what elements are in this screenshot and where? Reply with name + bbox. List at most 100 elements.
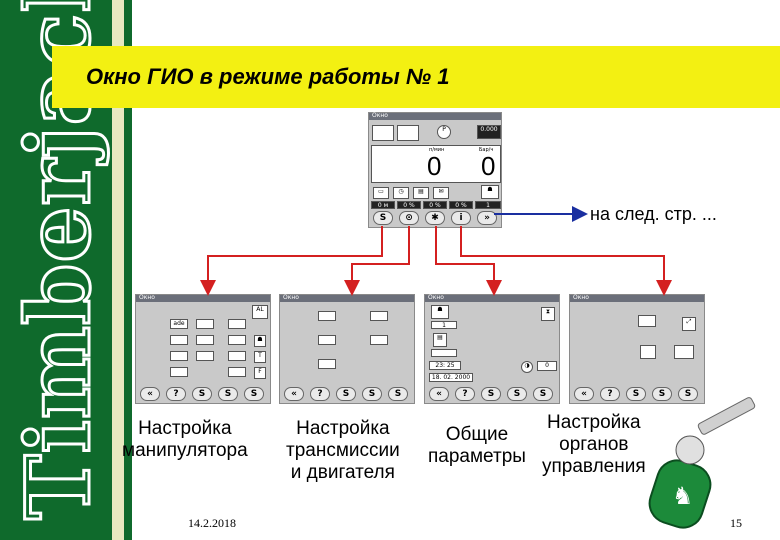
hourglass-icon[interactable]: ⧗ [541,307,555,321]
label-left: п/мин [429,147,445,153]
caption-controls: Настройка органов управления [542,412,646,478]
status-cell-3: 0 % [423,201,447,209]
option-button[interactable]: S [652,387,672,401]
main-window: Окно P 0.000 п/мин Бар/ч 0 0 ▭ ◷ ▤ ✉ ☗ 0… [368,112,502,228]
setting-field[interactable] [228,351,246,361]
side-icon[interactable]: ⤢ [682,317,696,331]
label-right: Бар/ч [479,147,494,153]
window-titlebar: Окно [570,294,704,302]
setting-field[interactable] [170,335,188,345]
back-button[interactable]: « [284,387,304,401]
option-button[interactable]: S [626,387,646,401]
option-button[interactable]: S [481,387,501,401]
setting-field[interactable]: 1 [431,321,457,329]
status-cell-2: 0 % [397,201,421,209]
nav-button-transmission[interactable]: ⊙ [399,211,419,225]
setting-field[interactable] [674,345,694,359]
help-button[interactable]: ? [310,387,330,401]
setting-field[interactable] [318,311,336,321]
footer-date: 14.2.2018 [188,516,236,530]
option-button[interactable]: S [336,387,356,401]
option-button[interactable]: S [507,387,527,401]
red-arrow-manipulator [200,226,383,296]
setting-field[interactable] [318,335,336,345]
setting-field[interactable] [170,351,188,361]
nav-button-next[interactable]: » [477,211,497,225]
status-box-2 [397,125,419,141]
setting-field[interactable] [196,351,214,361]
nav-button-manipulator[interactable]: S [373,211,393,225]
setting-field[interactable] [196,319,214,329]
red-arrow-transmission [344,226,410,296]
icon-slot-3[interactable]: ▤ [413,187,429,199]
option-button[interactable]: S [244,387,264,401]
controls-window: Окно ⤢ « ? S S S [569,294,705,404]
footer-page-number: 15 [730,516,742,530]
caption-manipulator: Настройка манипулятора [122,418,248,462]
caption-transmission: Настройка трансмиссии и двигателя [286,418,400,484]
side-icon[interactable]: F [254,367,266,379]
setting-field[interactable] [170,367,188,377]
setting-field[interactable]: ade [170,319,188,329]
setting-field[interactable] [640,345,656,359]
window-titlebar: Окно [369,112,501,120]
operator-icon[interactable]: ☗ [431,305,449,319]
time-field[interactable]: 23: 25 [429,361,461,370]
setting-field[interactable] [228,335,246,345]
date-field[interactable]: 18. 02. 2000 [429,373,473,382]
setting-field[interactable] [370,335,388,345]
window-titlebar: Окно [136,294,270,302]
back-button[interactable]: « [574,387,594,401]
document-icon[interactable]: ▤ [433,333,447,347]
setting-field[interactable] [228,367,246,377]
contrast-icon[interactable]: ◑ [521,361,533,373]
next-page-label: на след. стр. ... [590,204,717,224]
option-button[interactable]: S [362,387,382,401]
side-icon[interactable]: ☗ [254,335,266,347]
help-button[interactable]: ? [455,387,475,401]
window-titlebar: Окно [425,294,559,302]
caption-general-text: Общие параметры [428,424,526,467]
value-panel [371,145,501,183]
back-button[interactable]: « [140,387,160,401]
nav-button-controls[interactable]: i [451,211,471,225]
status-cell-1: 0 м [371,201,395,209]
help-button[interactable]: ? [166,387,186,401]
setting-field[interactable] [370,311,388,321]
caption-transmission-text: Настройка трансмиссии и двигателя [286,418,400,483]
gauge-icon: P [437,125,451,139]
icon-slot-2[interactable]: ◷ [393,187,409,199]
caption-general: Общие параметры [428,424,526,468]
option-button[interactable]: S [388,387,408,401]
red-arrow-controls [460,226,672,296]
setting-field[interactable]: 0 [537,361,557,371]
slide-title: Окно ГИО в режиме работы № 1 [86,64,450,89]
operator-icon[interactable]: ☗ [481,185,499,199]
option-button[interactable]: S [192,387,212,401]
side-icon[interactable]: T [254,351,266,363]
option-button[interactable]: S [533,387,553,401]
caption-controls-text: Настройка органов управления [542,412,646,477]
setting-field[interactable] [228,319,246,329]
setting-field[interactable] [431,349,457,357]
icon-slot-1[interactable]: ▭ [373,187,389,199]
status-box-1 [372,125,394,141]
option-button[interactable]: S [678,387,698,401]
setting-field[interactable] [318,359,336,369]
setting-field[interactable] [196,335,214,345]
help-button[interactable]: ? [600,387,620,401]
status-cell-5: 1 [475,201,501,209]
value-right: 0 [481,151,496,181]
title-band [52,46,780,108]
sidebar-stripe [112,0,124,540]
setting-field[interactable] [638,315,656,327]
back-button[interactable]: « [429,387,449,401]
status-cell-4: 0 % [449,201,473,209]
icon-slot-4[interactable]: ✉ [433,187,449,199]
manipulator-window: Окно ade AL ☗ T F « ? S S S [135,294,271,404]
side-icon[interactable]: AL [252,305,268,319]
nav-button-general[interactable]: ✱ [425,211,445,225]
option-button[interactable]: S [218,387,238,401]
caption-manipulator-text: Настройка манипулятора [122,418,248,461]
